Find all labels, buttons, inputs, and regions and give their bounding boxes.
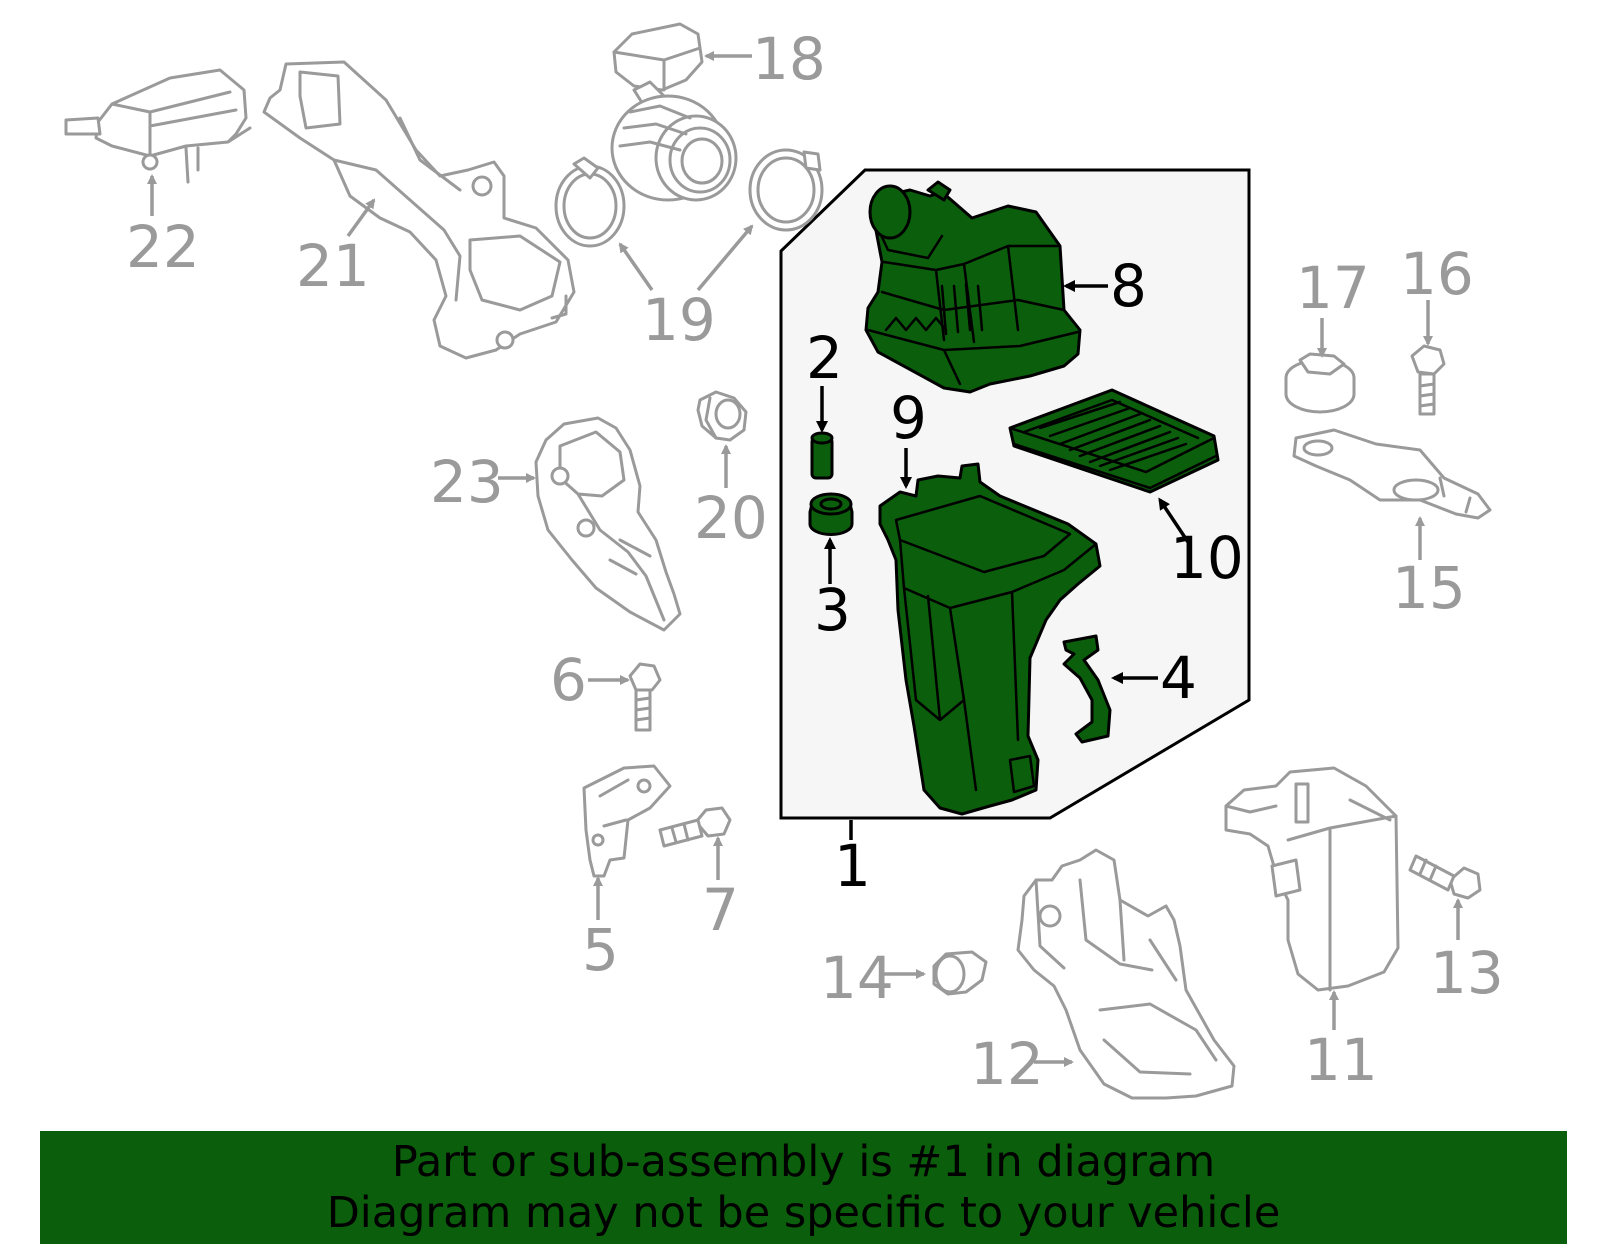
banner-line-1: Part or sub-assembly is #1 in diagram	[391, 1136, 1216, 1187]
callout-2: 2	[806, 324, 843, 392]
arrow-19a	[618, 242, 654, 291]
callout-14: 14	[820, 944, 894, 1012]
part-20-grommet	[696, 390, 748, 442]
callout-13: 13	[1430, 939, 1504, 1007]
callout-7: 7	[702, 876, 739, 944]
callout-11: 11	[1304, 1026, 1378, 1094]
callout-9: 9	[890, 384, 927, 452]
callout-12: 12	[970, 1030, 1044, 1098]
part-3-grommet	[808, 492, 854, 536]
part-19-hose-clamps	[554, 148, 824, 248]
part-21-air-duct	[262, 60, 576, 360]
part-17-nut	[1284, 352, 1356, 414]
callout-21: 21	[296, 232, 370, 300]
part-8-upper-housing	[864, 180, 1082, 394]
callout-23: 23	[430, 448, 504, 516]
callout-22: 22	[126, 213, 200, 281]
part-2-tube	[810, 431, 834, 480]
part-11-canister	[1224, 766, 1400, 992]
callout-4: 4	[1160, 644, 1197, 712]
part-5-bracket	[582, 764, 672, 878]
part-13-bolt	[1408, 854, 1482, 900]
callout-20: 20	[694, 484, 768, 552]
disclaimer-banner: Part or sub-assembly is #1 in diagram Di…	[40, 1131, 1567, 1244]
callout-17: 17	[1296, 254, 1370, 322]
callout-15: 15	[1392, 554, 1466, 622]
callout-5: 5	[582, 916, 619, 984]
callout-16: 16	[1400, 240, 1474, 308]
banner-line-2: Diagram may not be specific to your vehi…	[326, 1187, 1281, 1238]
callout-18: 18	[752, 25, 826, 93]
part-10-air-filter	[1008, 388, 1220, 494]
part-22-bracket	[64, 68, 252, 184]
part-6-bolt	[628, 662, 662, 732]
part-16-bolt	[1410, 344, 1446, 416]
callout-10: 10	[1170, 524, 1244, 592]
callout-6: 6	[550, 646, 587, 714]
part-14-grommet	[932, 950, 988, 996]
arrow-21	[346, 198, 376, 238]
part-18-resonator	[610, 22, 738, 202]
callout-1: 1	[834, 832, 871, 900]
callout-19: 19	[642, 286, 716, 354]
part-4-clip	[1062, 634, 1112, 744]
callout-8: 8	[1110, 252, 1147, 320]
part-9-lower-housing	[878, 462, 1102, 816]
callout-3: 3	[814, 576, 851, 644]
part-23-sensor-bracket	[534, 416, 682, 632]
part-7-bolt	[658, 806, 732, 848]
arrow-19b	[696, 224, 754, 292]
arrow-10	[1158, 497, 1190, 543]
part-15-bracket-plate	[1292, 428, 1492, 520]
part-12-lower-duct	[1016, 848, 1236, 1100]
